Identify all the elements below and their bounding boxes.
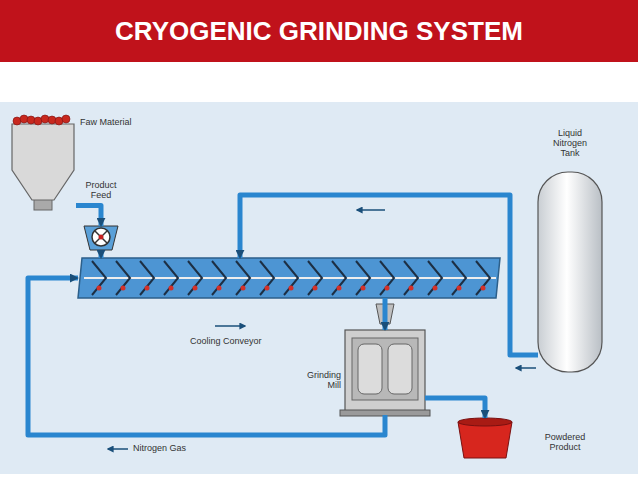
screw-flight bbox=[428, 261, 442, 295]
material-piece bbox=[313, 286, 318, 291]
conveyor-node: Cooling Conveyor bbox=[78, 258, 500, 298]
pipe-connector bbox=[240, 195, 538, 355]
node-label: Grinding Mill bbox=[299, 370, 341, 390]
nitrogen-tank bbox=[538, 172, 602, 372]
material-piece bbox=[457, 286, 462, 291]
background-panel bbox=[0, 102, 638, 474]
screw-flight bbox=[188, 261, 202, 295]
material-piece bbox=[433, 286, 438, 291]
bin-node: Powdered Product bbox=[458, 418, 512, 458]
screw-flight bbox=[476, 261, 490, 295]
rotor-hub bbox=[99, 235, 104, 240]
screw-flight bbox=[236, 261, 250, 295]
edge-label: Nitrogen Gas bbox=[132, 443, 187, 453]
material-piece bbox=[27, 116, 35, 124]
screw-flight bbox=[356, 261, 370, 295]
screw-flight bbox=[452, 261, 466, 295]
material-piece bbox=[289, 286, 294, 291]
screw-flight bbox=[404, 261, 418, 295]
material-piece bbox=[121, 286, 126, 291]
hopper-node: Faw Material bbox=[10, 122, 76, 210]
screw-flights bbox=[92, 261, 490, 295]
feed-valve-node: Product Feed bbox=[84, 226, 118, 250]
hopper bbox=[12, 115, 74, 210]
screw-flight bbox=[308, 261, 322, 295]
hopper-body bbox=[12, 124, 74, 200]
flow-arrow bbox=[516, 367, 536, 369]
mill-rotor bbox=[388, 344, 412, 394]
material-piece bbox=[62, 115, 70, 123]
material-piece bbox=[169, 286, 174, 291]
material-piece bbox=[20, 115, 28, 123]
screw-flight bbox=[284, 261, 298, 295]
rotor-vane bbox=[95, 231, 107, 243]
pipe-connector bbox=[99, 250, 104, 258]
bin-body bbox=[458, 422, 512, 458]
pipe-connector bbox=[76, 206, 101, 226]
material-piece bbox=[265, 286, 270, 291]
screw-flight bbox=[260, 261, 274, 295]
material-piece bbox=[97, 286, 102, 291]
material-piece bbox=[361, 286, 366, 291]
flow-arrow bbox=[215, 325, 245, 327]
screw-flight bbox=[332, 261, 346, 295]
material-piece bbox=[217, 286, 222, 291]
material-piece bbox=[385, 286, 390, 291]
mill-chamber bbox=[352, 338, 418, 400]
node-label: Cooling Conveyor bbox=[190, 336, 300, 346]
material-piece bbox=[193, 286, 198, 291]
node-label: Faw Material bbox=[80, 117, 160, 127]
node-label: Product Feed bbox=[81, 180, 121, 200]
screw-flight bbox=[380, 261, 394, 295]
pipe-connector bbox=[425, 398, 485, 418]
material-piece bbox=[241, 286, 246, 291]
rotor-vane bbox=[95, 231, 107, 243]
screw-flight bbox=[116, 261, 130, 295]
conveyor-drawing bbox=[78, 258, 500, 298]
rotary-feed-valve bbox=[84, 226, 118, 250]
pipe-connector bbox=[28, 278, 385, 435]
mill-body bbox=[345, 330, 425, 415]
pipe-connector bbox=[383, 298, 388, 330]
material-piece bbox=[409, 286, 414, 291]
valve-rotor bbox=[92, 228, 110, 246]
raw-material-pile bbox=[13, 115, 70, 125]
material-piece bbox=[337, 286, 342, 291]
screw-flight bbox=[140, 261, 154, 295]
material-piece bbox=[41, 115, 49, 123]
conveyor-tube bbox=[78, 258, 500, 298]
node-label: Powdered Product bbox=[540, 432, 590, 452]
screw-flight bbox=[212, 261, 226, 295]
screw-shaft bbox=[84, 277, 496, 279]
valve-housing bbox=[84, 226, 118, 250]
title: CRYOGENIC GRINDING SYSTEM bbox=[0, 0, 638, 62]
material-piece bbox=[145, 286, 150, 291]
screw-flight bbox=[92, 261, 106, 295]
product-bin bbox=[458, 418, 512, 458]
flow-arrow bbox=[357, 209, 385, 211]
bin-rim bbox=[458, 418, 512, 426]
title-bar: CRYOGENIC GRINDING SYSTEM bbox=[0, 0, 638, 62]
flow-arrow bbox=[108, 448, 128, 450]
mill-rotor bbox=[358, 344, 382, 394]
material-piece bbox=[481, 286, 486, 291]
node-label: Liquid Nitrogen Tank bbox=[548, 128, 592, 158]
mill-node: Grinding Mill bbox=[345, 330, 425, 415]
screw-flight bbox=[164, 261, 178, 295]
tank-node: Liquid Nitrogen Tank bbox=[538, 172, 602, 372]
material-piece bbox=[48, 116, 56, 124]
